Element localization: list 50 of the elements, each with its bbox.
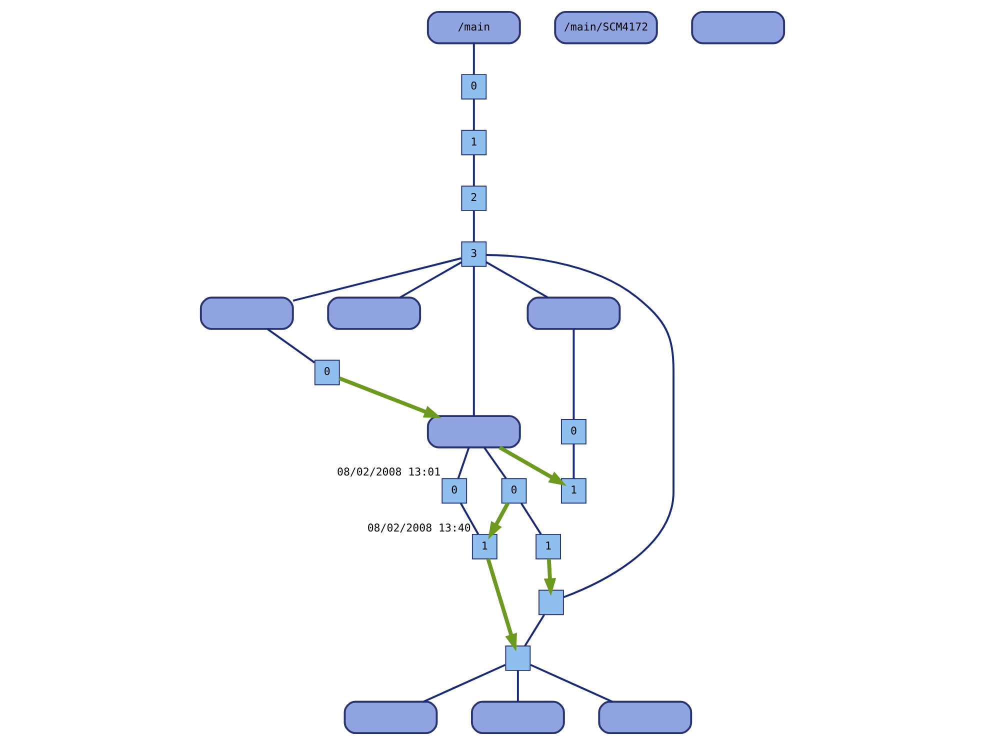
node-box xyxy=(470,700,564,734)
node-label: 08/02/2008 13:40 xyxy=(366,521,470,534)
connector xyxy=(516,670,518,702)
node-box: 3 xyxy=(460,241,486,267)
connector xyxy=(398,261,462,298)
connector xyxy=(292,257,462,302)
connector xyxy=(530,664,612,703)
node-box: /main/SCM4172 xyxy=(554,10,658,44)
connector xyxy=(572,444,574,479)
node-box: 2 xyxy=(460,186,486,212)
node-box xyxy=(526,296,620,330)
connector xyxy=(572,329,574,420)
node-box: 1 xyxy=(471,534,497,560)
node-box: 1 xyxy=(535,534,560,560)
arrow xyxy=(543,558,556,596)
connector xyxy=(456,447,470,479)
connector xyxy=(472,266,474,416)
arrow xyxy=(498,446,566,486)
connector xyxy=(422,664,506,703)
node-box: 0 xyxy=(314,360,340,386)
node-box: 1 xyxy=(460,130,486,156)
node-box xyxy=(326,296,421,330)
node-box: 0 xyxy=(500,478,526,504)
node-box: /main xyxy=(426,10,520,44)
connector xyxy=(486,254,674,598)
node-box xyxy=(690,10,785,44)
connector xyxy=(482,446,506,480)
arrow xyxy=(488,502,510,540)
node-box: 1 xyxy=(560,478,586,504)
connector xyxy=(485,261,548,298)
node-label: 08/02/2008 13:01 xyxy=(336,466,440,479)
node-box xyxy=(343,700,438,734)
node-box xyxy=(426,415,520,448)
connector xyxy=(472,43,474,74)
connector xyxy=(472,154,474,186)
node-box: 0 xyxy=(441,478,467,504)
node-box: 0 xyxy=(460,74,486,100)
connector xyxy=(472,99,474,130)
arrow xyxy=(338,376,442,418)
connector xyxy=(520,502,542,535)
node-box xyxy=(199,296,294,330)
node-box xyxy=(538,590,564,616)
node-box xyxy=(504,646,530,671)
connector xyxy=(524,614,544,646)
connector xyxy=(459,502,479,535)
connector xyxy=(472,210,474,242)
connector xyxy=(266,328,315,364)
node-box xyxy=(598,700,692,734)
node-box: 0 xyxy=(560,418,586,444)
arrow xyxy=(486,558,516,652)
